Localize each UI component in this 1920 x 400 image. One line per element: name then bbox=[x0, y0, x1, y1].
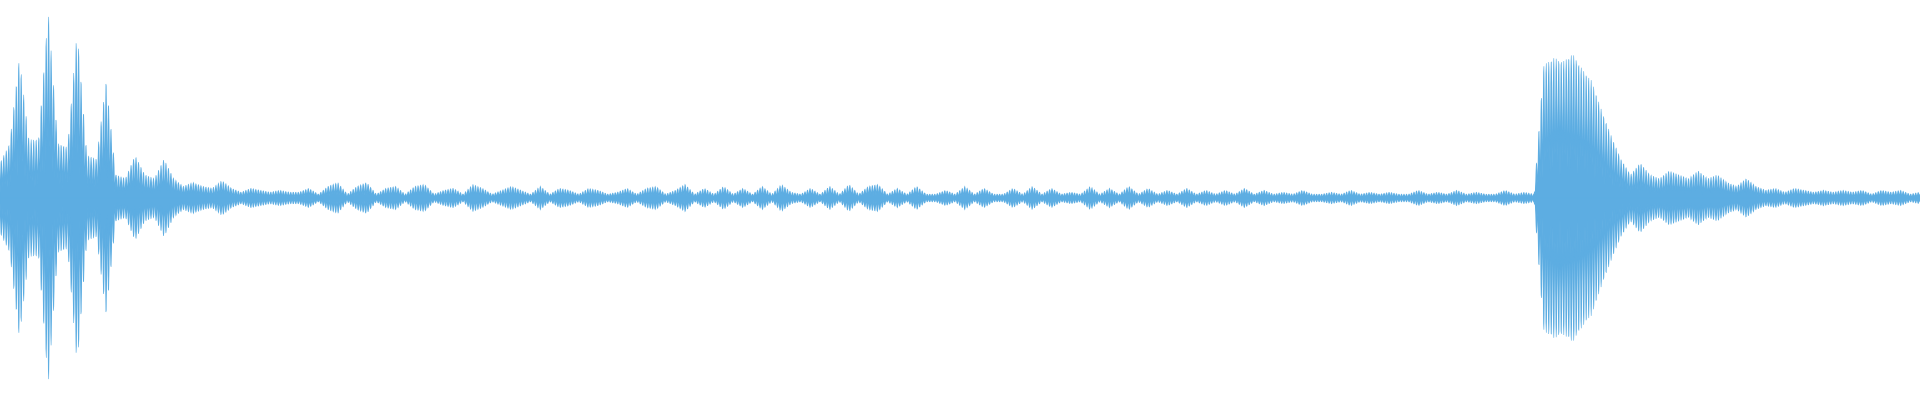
audio-waveform bbox=[0, 16, 1920, 380]
waveform-graphic bbox=[0, 16, 1920, 380]
